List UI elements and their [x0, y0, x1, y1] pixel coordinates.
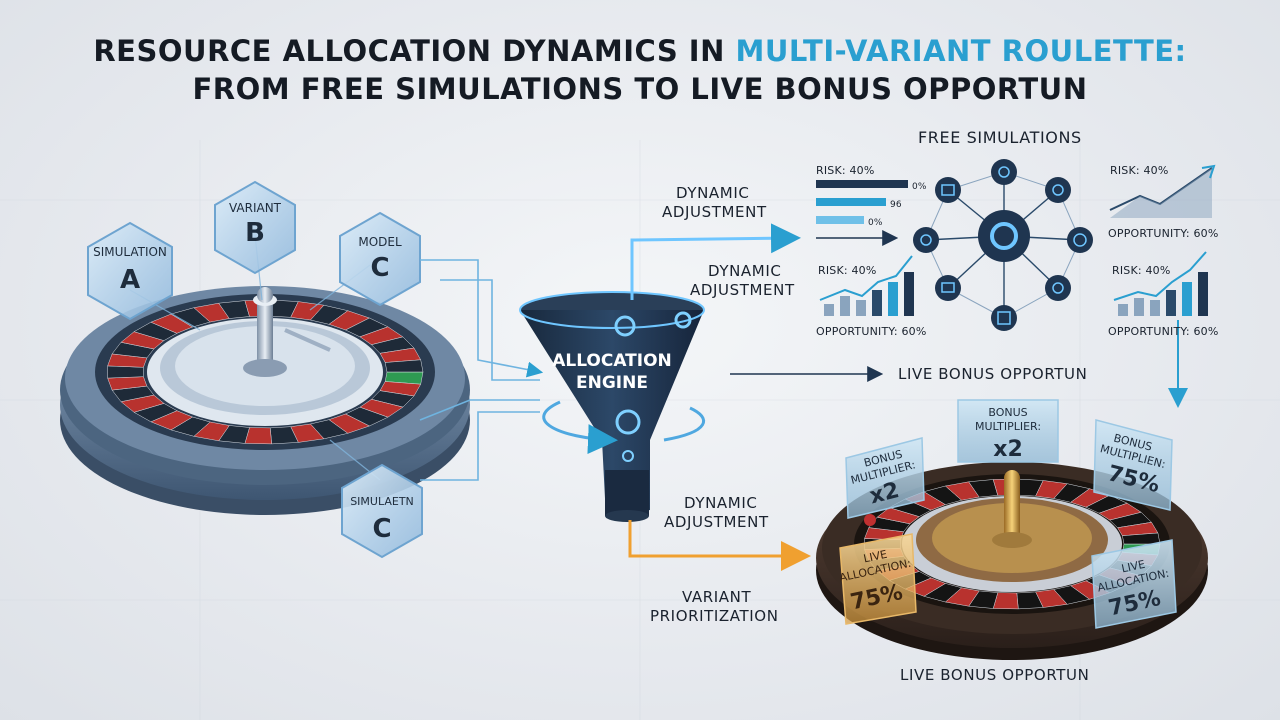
dynamic-adjustment-3: DYNAMIC ADJUSTMENT [664, 494, 769, 532]
wheel-pocket [107, 365, 144, 379]
simulation-roulette-wheel [60, 286, 470, 515]
hex-sim-c-letter: C [372, 514, 391, 544]
ml-risk-text: RISK: 40% [818, 264, 877, 277]
svg-text:LIVE: LIVE [1120, 558, 1146, 576]
hex-b-letter: B [245, 218, 265, 248]
gear-icon [622, 450, 634, 462]
hex-model-label: MODEL [358, 235, 402, 249]
hex-simulation-c[interactable]: SIMULAETN C [341, 463, 423, 559]
record-button-icon [864, 514, 876, 526]
wheel-pocket [1122, 532, 1161, 545]
tr-risk-text: RISK: 40% [1110, 164, 1169, 177]
engine-loop-arrow [542, 400, 618, 455]
mr-opportunity-text: OPPORTUNITY: 60% [1108, 325, 1219, 338]
bar-value-3: 0% [868, 218, 883, 228]
vp-line2: PRIORITIZATION [650, 607, 779, 625]
dyn1-line1: DYNAMIC [676, 184, 750, 202]
wheel-pocket [384, 359, 424, 373]
title-part-1: RESOURCE ALLOCATION DYNAMICS IN [93, 34, 736, 68]
gear-icon [614, 315, 636, 337]
trend-chart-top-right [1109, 164, 1216, 218]
node-icon [998, 166, 1010, 178]
card-live-right: LIVE ALLOCATION: 75% [1091, 539, 1177, 629]
gear-icon [674, 311, 692, 329]
bar-chart-mid-right [1113, 251, 1208, 316]
dyn2-line1: DYNAMIC [708, 262, 782, 280]
engine-label-line2: ENGINE [576, 373, 648, 393]
hex-variant-b[interactable]: VARIANT B [214, 180, 296, 275]
hex-a-letter: A [120, 265, 140, 295]
target-icon [1052, 184, 1064, 196]
svg-text:BONUS: BONUS [988, 406, 1027, 419]
flow-lines-to-engine [419, 259, 544, 481]
hex-b-label: VARIANT [229, 201, 282, 215]
card-bonus-left: BONUS MULTIPLIER: x2 [845, 437, 925, 519]
lock-icon [997, 311, 1011, 325]
globe-icon [1052, 282, 1064, 294]
variant-prioritization: VARIANT PRIORITIZATION [650, 588, 779, 626]
hex-model-letter: C [370, 253, 389, 283]
gear-icon [615, 409, 641, 435]
engine-loop-arrow [663, 406, 706, 442]
dashboard-icon [941, 184, 955, 196]
bar-value-2: 96 [890, 200, 902, 210]
title-highlight: MULTI-VARIANT ROULETTE: [735, 34, 1187, 68]
engine-label-line1: ALLOCATION [552, 351, 672, 371]
engine-output-flows [628, 223, 1188, 571]
dyn3-line2: ADJUSTMENT [664, 513, 769, 531]
svg-text:LIVE: LIVE [862, 548, 888, 566]
title-line-2: FROM FREE SIMULATIONS TO LIVE BONUS OPPO… [192, 72, 1088, 106]
live-bonus-mid-label: LIVE BONUS OPPORTUN [898, 365, 1088, 383]
bar-value-1: 0% [912, 182, 927, 192]
dynamic-adjustment-1: DYNAMIC ADJUSTMENT [662, 184, 767, 222]
bar-chart-mid-left [819, 255, 914, 316]
wheel-handle [284, 328, 331, 352]
gear-icon [990, 222, 1018, 250]
card-bonus-right: BONUS MULTIPLIEN: 75% [1093, 419, 1173, 511]
left-wheel-pockets [107, 299, 424, 445]
vp-line1: VARIANT [682, 588, 752, 606]
dyn2-line2: ADJUSTMENT [690, 281, 795, 299]
tr-opportunity-text: OPPORTUNITY: 60% [1108, 227, 1219, 240]
live-roulette-wheel [816, 462, 1208, 660]
svg-text:MULTIPLIER:: MULTIPLIER: [975, 420, 1041, 433]
allocation-engine-funnel[interactable]: ALLOCATION ENGINE [519, 291, 706, 522]
svg-text:x2: x2 [993, 437, 1023, 462]
hex-model-c[interactable]: MODEL C [339, 211, 421, 307]
hex-simulation-a[interactable]: SIMULATION A [87, 221, 173, 321]
live-bonus-bottom-label: LIVE BONUS OPPORTUN [900, 666, 1090, 684]
free-simulations-label: FREE SIMULATIONS [918, 128, 1082, 147]
risk-bar-chart [816, 180, 908, 224]
free-sim-nodes [913, 159, 1093, 331]
title-line-1: RESOURCE ALLOCATION DYNAMICS IN MULTI-VA… [0, 34, 1280, 68]
bars-risk-text: RISK: 40% [816, 164, 875, 177]
ml-opportunity-text: OPPORTUNITY: 60% [816, 325, 927, 338]
dyn1-line2: ADJUSTMENT [662, 203, 767, 221]
monitor-icon [941, 282, 955, 293]
card-bonus-center: BONUS MULTIPLIER: x2 [957, 399, 1059, 463]
gear-icon [920, 234, 932, 246]
card-live-left: LIVE ALLOCATION: 75% [838, 533, 917, 625]
hex-a-label: SIMULATION [93, 245, 167, 259]
hex-sim-c-label: SIMULAETN [350, 495, 414, 508]
target-icon [1073, 233, 1087, 247]
dynamic-adjustment-2: DYNAMIC ADJUSTMENT [690, 262, 795, 300]
mr-risk-text: RISK: 40% [1112, 264, 1171, 277]
dyn3-line1: DYNAMIC [684, 494, 758, 512]
